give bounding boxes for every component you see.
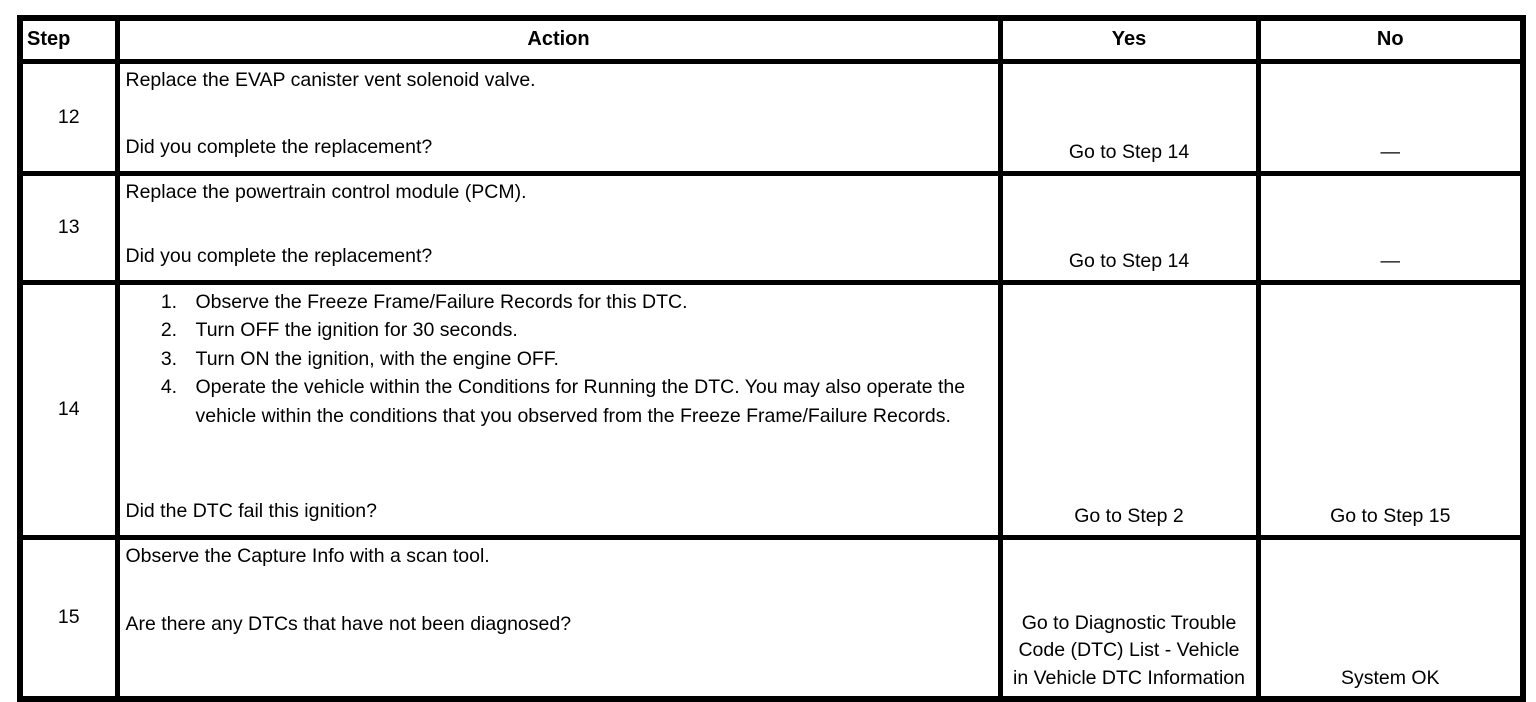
- no-cell: —: [1255, 58, 1526, 176]
- step-number: 15: [17, 534, 120, 702]
- column-header-no: No: [1255, 15, 1526, 64]
- no-cell: Go to Step 15: [1255, 279, 1526, 540]
- list-item: Operate the vehicle within the Condition…: [183, 373, 988, 430]
- action-statement: Replace the EVAP canister vent solenoid …: [125, 68, 536, 91]
- step-number: 13: [17, 170, 120, 285]
- list-item: Turn OFF the ignition for 30 seconds.: [183, 316, 988, 345]
- diagnostic-steps-table: Step Action Yes No 12 Replace the EVAP c…: [17, 15, 1526, 702]
- header-row: Step Action Yes No: [17, 15, 1526, 64]
- step-number: 14: [17, 279, 120, 540]
- action-cell: Replace the powertrain control module (P…: [114, 170, 1003, 285]
- action-statement: Observe the Capture Info with a scan too…: [125, 544, 490, 567]
- table-row-step-14: 14 Observe the Freeze Frame/Failure Reco…: [17, 279, 1526, 540]
- action-question: Did the DTC fail this ignition?: [125, 499, 377, 522]
- yes-cell: Go to Step 2: [997, 279, 1261, 540]
- column-header-action: Action: [114, 15, 1003, 64]
- action-cell: Observe the Freeze Frame/Failure Records…: [114, 279, 1003, 540]
- step-number: 12: [17, 58, 120, 176]
- action-statement: Replace the powertrain control module (P…: [125, 180, 527, 203]
- column-header-step: Step: [17, 15, 120, 64]
- list-item: Observe the Freeze Frame/Failure Records…: [183, 288, 988, 317]
- action-cell: Replace the EVAP canister vent solenoid …: [114, 58, 1003, 176]
- table-row-step-12: 12 Replace the EVAP canister vent soleno…: [17, 58, 1526, 176]
- list-item: Turn ON the ignition, with the engine OF…: [183, 345, 988, 374]
- no-cell: System OK: [1255, 534, 1526, 702]
- action-question: Did you complete the replacement?: [125, 135, 433, 158]
- action-numbered-list: Observe the Freeze Frame/Failure Records…: [126, 288, 988, 431]
- action-question: Are there any DTCs that have not been di…: [125, 612, 572, 635]
- yes-cell: Go to Diagnostic Trouble Code (DTC) List…: [997, 534, 1261, 702]
- column-header-yes: Yes: [997, 15, 1261, 64]
- yes-cell: Go to Step 14: [997, 170, 1261, 285]
- yes-cell: Go to Step 14: [997, 58, 1261, 176]
- action-question: Did you complete the replacement?: [125, 244, 433, 267]
- table-row-step-13: 13 Replace the powertrain control module…: [17, 170, 1526, 285]
- table-row-step-15: 15 Observe the Capture Info with a scan …: [17, 534, 1526, 702]
- action-cell: Observe the Capture Info with a scan too…: [114, 534, 1003, 702]
- no-cell: —: [1255, 170, 1526, 285]
